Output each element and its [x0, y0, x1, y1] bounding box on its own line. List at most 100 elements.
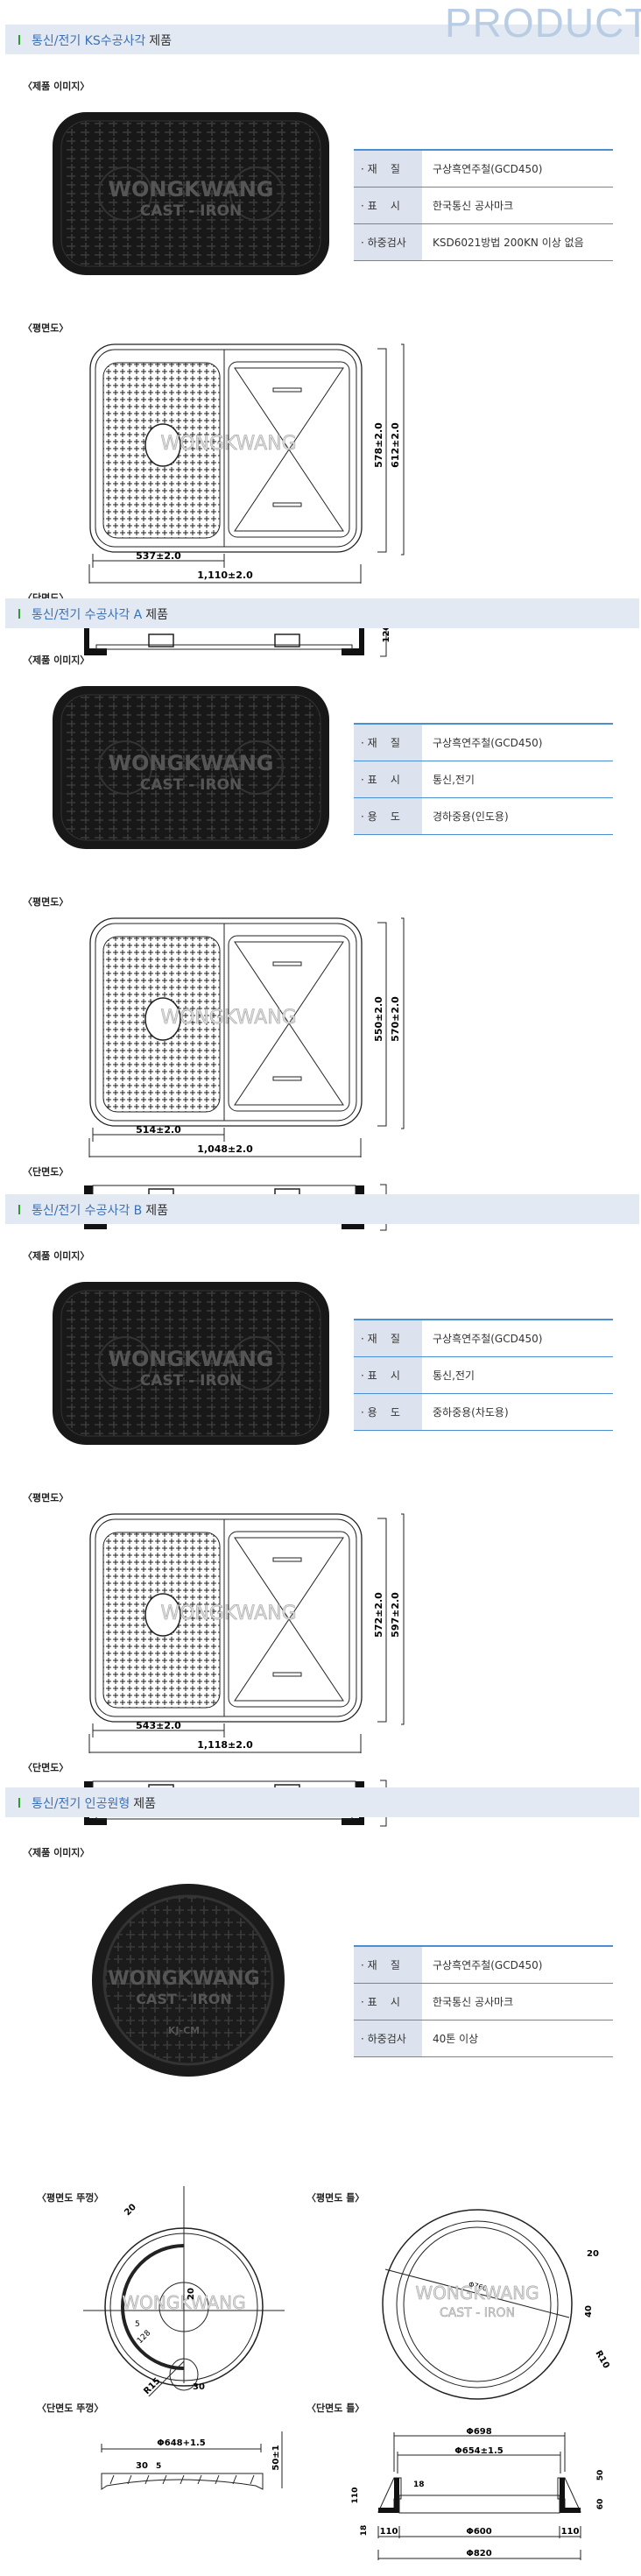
section-cover-label: 〈단면도 뚜껑〉	[37, 2403, 104, 2414]
image-label: 〈제품 이미지〉	[23, 1250, 90, 1262]
dim-cover-5: 5	[156, 2462, 161, 2471]
section-cover-drawing: Φ648+1.5 30 5 50±1	[101, 2431, 283, 2490]
dim-20-b: 20	[187, 2288, 196, 2300]
photo-mark: KJ-CM	[168, 2025, 200, 2036]
half-width-dim: 543±2.0	[136, 1720, 181, 1731]
watermark-line1: WONGKWANG	[108, 1347, 273, 1371]
spec-value: 구상흑연주철(GCD450)	[422, 1946, 613, 1984]
watermark-line2: CAST - IRON	[136, 1991, 232, 2007]
dim-110-a: 110	[380, 2527, 398, 2537]
section-title: 통신/전기 수공사각 A	[32, 608, 143, 622]
plan-label: 〈평면도〉	[23, 896, 69, 908]
spec-key: · 하중검사	[354, 223, 422, 261]
dim-110-b: 110	[561, 2527, 580, 2537]
section-frame-drawing: Φ698 Φ654±1.5 18 110 18 50 60 110 Φ600 1…	[351, 2427, 605, 2560]
watermark-line1: WONGKWANG	[108, 1968, 259, 1990]
watermark-line1: WONGKWANG	[160, 1603, 296, 1624]
watermark-line2: CAST - IRON	[440, 2306, 515, 2320]
total-width-dimension: 1,048±2.0	[88, 1138, 362, 1157]
dim-cover-dia: Φ648+1.5	[157, 2438, 206, 2448]
spec-value: 구상흑연주철(GCD450)	[422, 150, 613, 188]
dim-18-b: 18	[360, 2525, 369, 2537]
dim-128: 128	[136, 2329, 152, 2346]
outer-height-dim: 597±2.0	[390, 1592, 401, 1638]
plan-drawing: WONGKWANG 550±2.0 570±2.0 514±2.0	[89, 917, 405, 1142]
section-suffix: 제품	[149, 34, 173, 48]
plan-label: 〈평면도〉	[23, 1492, 69, 1504]
total-width-dim: 1,110±2.0	[197, 570, 253, 581]
page-title: PRODUCT	[445, 0, 641, 46]
plan-cover-label: 〈평면도 뚜껑〉	[37, 2192, 104, 2204]
header-marker	[18, 1205, 20, 1214]
spec-value: 통신,전기	[422, 761, 613, 798]
plan-frame-drawing: Φ760 WONGKWANG CAST - IRON 20 40 R10	[382, 2209, 611, 2400]
inner-height-dim: 578±2.0	[373, 422, 384, 468]
dim-698: Φ698	[466, 2427, 491, 2437]
watermark-line1: WONGKWANG	[122, 2292, 245, 2313]
watermark-line1: WONGKWANG	[160, 1007, 296, 1029]
watermark-line2: CAST - IRON	[140, 776, 242, 794]
watermark-line1: WONGKWANG	[415, 2282, 539, 2304]
inner-height-dim: 572±2.0	[373, 1592, 384, 1638]
half-width-dim: 537±2.0	[136, 550, 181, 562]
product-photo: WONGKWANG CAST - IRON KJ-CM	[92, 1884, 285, 2077]
image-label: 〈제품 이미지〉	[23, 655, 90, 666]
depth-dim: 120	[382, 625, 391, 643]
dim-20: 20	[587, 2249, 599, 2259]
dim-18-a: 18	[413, 2480, 425, 2489]
spec-key: · 재 질	[354, 1320, 422, 1357]
plan-drawing: WONGKWANG 572±2.0 597±2.0 543±2.0	[89, 1513, 405, 1737]
spec-key: · 표 시	[354, 1356, 422, 1394]
total-width-dim: 1,118±2.0	[197, 1739, 253, 1751]
spec-key: · 용 도	[354, 797, 422, 835]
watermark-line1: WONGKWANG	[160, 433, 296, 455]
image-label: 〈제품 이미지〉	[23, 1847, 90, 1858]
section-suffix: 제품	[145, 1204, 169, 1218]
dim-cover-height: 50±1	[271, 2445, 281, 2470]
dim-r10: R10	[593, 2349, 610, 2370]
dim-5: 5	[135, 2320, 140, 2329]
dim-cover-30: 30	[136, 2461, 148, 2471]
plan-cover-drawing: WONGKWANG 20 20 5 128 R15 30	[83, 2186, 285, 2396]
plan-frame-label: 〈평면도 틀〉	[306, 2192, 365, 2204]
dim-110-h: 110	[351, 2488, 360, 2504]
watermark-line1: WONGKWANG	[108, 751, 273, 775]
dim-820: Φ820	[466, 2549, 491, 2558]
plan-drawing: WONGKWANG 578±2.0 612±2.0 537±2.0	[89, 343, 405, 568]
total-width-dimension: 1,118±2.0	[88, 1734, 362, 1753]
dim-654: Φ654±1.5	[454, 2446, 504, 2456]
watermark-line2: CAST - IRON	[140, 1372, 242, 1390]
spec-key: · 표 시	[354, 761, 422, 798]
watermark-line1: WONGKWANG	[108, 177, 273, 202]
section-suffix: 제품	[145, 608, 168, 622]
total-width-dim: 1,048±2.0	[197, 1143, 253, 1155]
total-width-dimension: 1,110±2.0	[88, 564, 362, 584]
spec-key: · 재 질	[354, 150, 422, 188]
spec-key: · 재 질	[354, 724, 422, 761]
spec-value: KSD6021방법 200KN 이상 없음	[422, 223, 613, 261]
spec-value: 구상흑연주철(GCD450)	[422, 1320, 613, 1357]
spec-value: 한국통신 공사마크	[422, 1983, 613, 2020]
section-title: 통신/전기 수공사각 B	[32, 1204, 143, 1218]
dim-50: 50	[596, 2470, 605, 2481]
plan-label: 〈평면도〉	[23, 322, 69, 334]
product-photo: WONGKWANG CAST - IRON	[53, 112, 329, 275]
section-frame-label: 〈단면도 틀〉	[306, 2403, 365, 2414]
header-marker	[18, 609, 20, 619]
